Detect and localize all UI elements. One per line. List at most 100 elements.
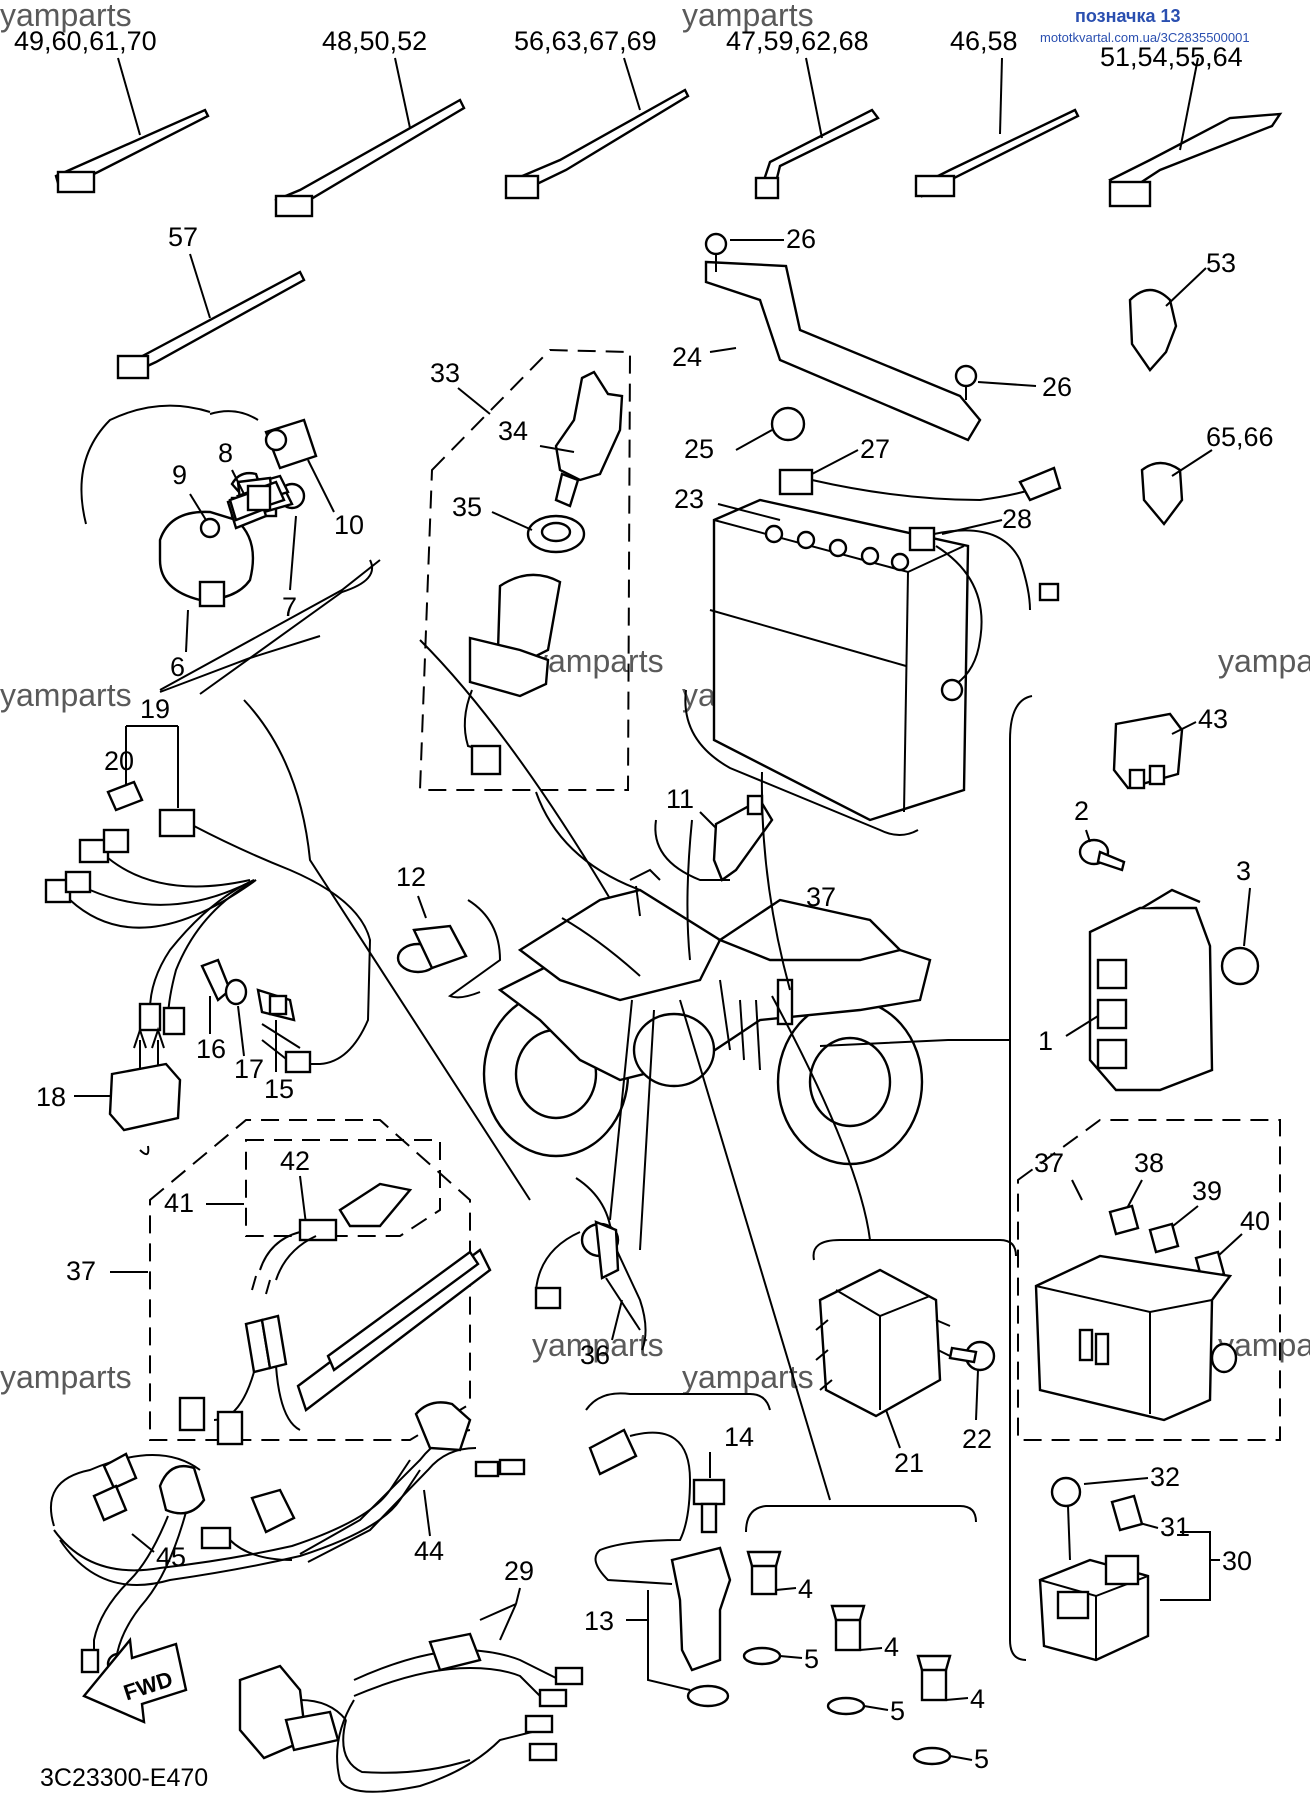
watermark: yamparts <box>0 0 132 33</box>
callout-16: 16 <box>196 1034 226 1064</box>
relay-43 <box>1112 712 1184 790</box>
callout-24: 24 <box>672 342 702 372</box>
callout-19: 19 <box>140 694 170 724</box>
callout-13: 13 <box>584 1606 614 1636</box>
callout-12: 12 <box>396 862 426 892</box>
speed-sensor-harness <box>588 1428 692 1585</box>
cable-tie-7 <box>116 253 306 380</box>
watermark: yamparts <box>532 643 664 679</box>
main-switch-key <box>554 370 624 508</box>
callout-3: 3 <box>1236 856 1251 886</box>
callout-11: 11 <box>666 784 694 814</box>
callout-47-59-62-68: 47,59,62,68 <box>726 26 869 56</box>
callout-35: 35 <box>452 492 482 522</box>
bolt-32 <box>1050 1476 1082 1561</box>
callout-43: 43 <box>1198 704 1228 734</box>
bolt-8 <box>228 484 272 522</box>
callout-4: 4 <box>798 1574 813 1604</box>
callout-28: 28 <box>1002 504 1032 534</box>
harness-group-outline <box>149 1119 471 1441</box>
callout-41: 41 <box>164 1188 194 1218</box>
callout-26: 26 <box>786 224 816 254</box>
clip-53 <box>1128 267 1207 372</box>
callout-45: 45 <box>156 1542 186 1572</box>
stamp-subtitle: mototkvartal.com.ua/3C2835500001 <box>1040 30 1250 45</box>
harness-44-45 <box>49 1401 526 1676</box>
washer-5-b <box>826 1696 866 1716</box>
callout-5: 5 <box>974 1744 989 1774</box>
sub-harness-42 <box>251 1182 413 1295</box>
callout-1: 1 <box>1038 1026 1053 1056</box>
callout-2: 2 <box>1074 796 1089 826</box>
callout-6: 6 <box>170 652 185 682</box>
callout-38: 38 <box>1134 1148 1164 1178</box>
callout-23: 23 <box>674 484 704 514</box>
bolt-4-a <box>746 1550 782 1596</box>
cable-tie-5 <box>914 57 1080 198</box>
neutral-switch-36 <box>534 1220 641 1331</box>
relay-19 <box>158 808 372 1065</box>
callout-49-60-61-70: 49,60,61,70 <box>14 26 157 56</box>
battery <box>709 466 1062 822</box>
callout-42: 42 <box>280 1146 310 1176</box>
callout-4: 4 <box>884 1632 899 1662</box>
relay-18 <box>108 1026 182 1132</box>
switch-leader <box>535 791 641 891</box>
drawing-code: 3C23300-E470 <box>40 1764 208 1792</box>
cable-tie-3 <box>504 57 690 200</box>
cap-3 <box>1220 887 1260 986</box>
bolt-4-b <box>830 1604 866 1652</box>
bolt-4-c <box>916 1654 952 1702</box>
bolt-22 <box>948 1340 996 1372</box>
rectifier-21 <box>815 1268 951 1418</box>
callout-48-50-52: 48,50,52 <box>322 26 427 56</box>
main-switch-body <box>463 573 562 776</box>
callout-5: 5 <box>804 1644 819 1674</box>
cable-tie-2 <box>274 57 466 218</box>
atv-vehicle <box>482 868 932 1166</box>
washer-9 <box>199 517 221 539</box>
wire-harness-sub <box>44 828 312 1074</box>
callout-5: 5 <box>890 1696 905 1726</box>
washer-5-a <box>742 1646 782 1666</box>
fuse-31 <box>1110 1494 1144 1532</box>
cable-tie-4 <box>754 57 880 200</box>
watermark: yamparts <box>682 0 814 33</box>
callout-46-58: 46,58 <box>950 26 1018 56</box>
watermark-layer: yamparts yamparts yamparts yamparts yamp… <box>0 0 1310 1395</box>
watermark: yamparts <box>0 1359 132 1395</box>
sub-group-outline <box>245 1139 441 1237</box>
main-switch-nut <box>526 514 586 554</box>
watermark: yamparts <box>532 1327 664 1363</box>
spark-plug-11 <box>712 794 774 882</box>
callout-32: 32 <box>1150 1462 1180 1492</box>
callout-17: 17 <box>234 1054 264 1084</box>
battery-cap <box>770 406 806 442</box>
cdi-unit-1 <box>1088 888 1214 1092</box>
main-switch-group-outline <box>418 348 632 791</box>
callout-27: 27 <box>860 434 890 464</box>
callout-18: 18 <box>36 1082 66 1112</box>
callout-8: 8 <box>218 438 233 468</box>
stamp-title: позначка 13 <box>1075 6 1181 26</box>
callout-37: 37 <box>66 1256 96 1286</box>
harness-29 <box>238 1632 584 1793</box>
fuse-box-group-outline <box>1017 1119 1281 1441</box>
fuse-box <box>1034 1254 1238 1422</box>
watermark: yamparts <box>0 677 132 713</box>
right-bracket <box>1009 695 1033 1661</box>
callout-40: 40 <box>1240 1206 1270 1236</box>
callout-14: 14 <box>724 1422 754 1452</box>
speed-sensor-13 <box>670 1546 732 1708</box>
callout-9: 9 <box>172 460 187 490</box>
callout-25: 25 <box>684 434 714 464</box>
washer-5-c <box>912 1746 952 1766</box>
callout-57: 57 <box>168 222 198 252</box>
fuse-20 <box>106 780 144 812</box>
callout-26: 26 <box>1042 372 1072 402</box>
callout-44: 44 <box>414 1536 444 1566</box>
callout-20: 20 <box>104 746 134 776</box>
sensor-15 <box>256 988 296 1022</box>
callout-21: 21 <box>894 1448 924 1478</box>
